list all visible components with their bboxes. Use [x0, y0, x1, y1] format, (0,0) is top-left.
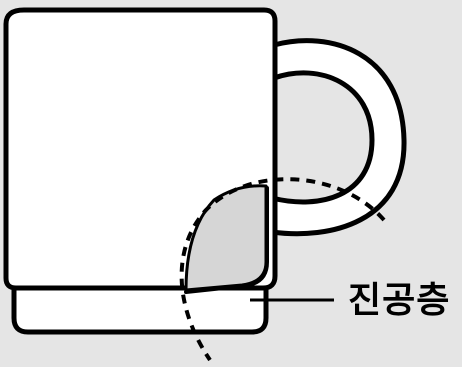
mug-handle: [269, 38, 407, 237]
mug-base: [11, 283, 269, 335]
dashed-section-arc: [179, 177, 386, 362]
vacuum-layer-label: 진공층: [348, 280, 451, 321]
